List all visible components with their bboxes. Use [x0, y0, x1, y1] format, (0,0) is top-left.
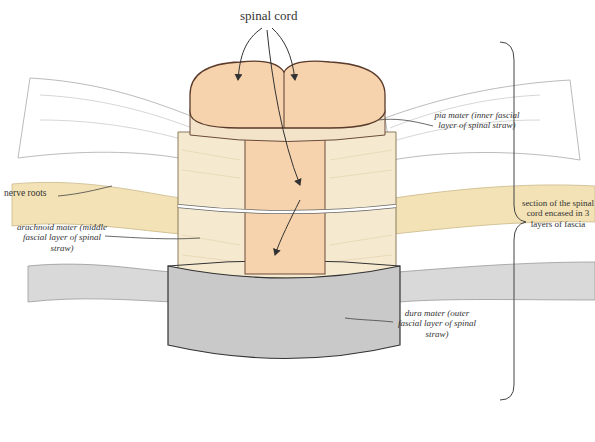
bracket	[500, 42, 526, 400]
nerve-root-sleeve	[18, 78, 196, 160]
structure-label: spinal cord	[240, 9, 320, 24]
layer-label: arachnoid mater (middle fascial layer of…	[16, 222, 108, 253]
nerve-root-band	[394, 185, 595, 234]
dura-sleeve	[398, 262, 595, 302]
arachnoid-layer	[178, 132, 396, 278]
cord-cross-section	[190, 61, 385, 128]
structure-label: nerve roots	[4, 188, 64, 199]
dura-cylinder	[168, 266, 400, 359]
layer-label: pia mater (inner fascial layer of spinal…	[433, 110, 521, 131]
pia-line	[178, 206, 396, 212]
median-fissure	[284, 72, 285, 128]
layer-label: dura mater (outer fascial layer of spina…	[392, 308, 482, 339]
bracket-note: section of the spinal cord encased in 3 …	[521, 198, 595, 229]
leader-arrows	[238, 28, 300, 255]
leader-lines	[58, 119, 433, 322]
cord-strip	[245, 134, 325, 274]
nerve-root-sleeve	[385, 80, 580, 160]
pia-line	[178, 206, 396, 212]
dura-sleeve	[28, 264, 172, 302]
